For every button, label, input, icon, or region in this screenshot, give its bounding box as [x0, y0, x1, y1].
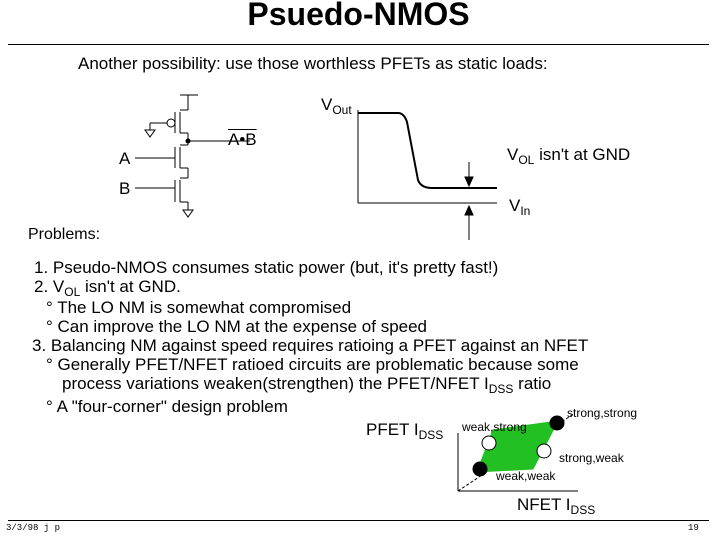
footer-date: 3/3/98 j p — [6, 523, 61, 533]
problem-3: 3. Balancing NM against speed requires r… — [32, 336, 589, 355]
intro-text: Another possibility: use those worthless… — [78, 54, 548, 73]
nfet-idss-axis-label: NFET IDSS — [517, 495, 596, 517]
problem-3-bullet-1: ° Generally PFET/NFET ratioed circuits a… — [46, 355, 579, 374]
label-strong-strong: strong,strong — [567, 406, 638, 420]
label-weak-weak: weak,weak — [496, 469, 556, 483]
problem-2: 2. VOL isn't at GND. — [34, 277, 181, 299]
pseudo-nmos-schematic — [135, 94, 250, 218]
page-number: 19 — [688, 523, 699, 533]
corner-weak-weak — [472, 461, 488, 477]
problem-3-bullet-1-cont: process variations weaken(strengthen) th… — [62, 374, 552, 396]
input-b-label: B — [119, 179, 131, 198]
title-underline — [8, 44, 709, 45]
corner-strong-strong — [549, 415, 565, 431]
label-strong-weak: strong,weak — [559, 451, 624, 465]
input-a-label: A — [119, 149, 131, 168]
problems-heading: Problems: — [28, 226, 101, 243]
vol-label: VOL isn't at GND — [507, 145, 631, 167]
corner-weak-strong — [481, 435, 497, 451]
corner-strong-weak — [536, 443, 552, 459]
pfet-idss-axis-label: PFET IDSS — [366, 420, 444, 442]
problem-1: 1. Pseudo-NMOS consumes static power (bu… — [34, 258, 499, 277]
problem-3-bullet-2: ° A "four-corner" design problem — [46, 397, 288, 416]
problem-2-bullet-1: ° The LO NM is somewhat compromised — [46, 298, 352, 317]
footer-rule — [8, 520, 709, 521]
vin-label: VIn — [509, 196, 531, 218]
vtc-plot — [357, 110, 497, 240]
output-label: A•B — [228, 130, 257, 149]
slide-title: Psuedo-NMOS — [247, 0, 470, 32]
output-node-dot — [185, 138, 191, 144]
label-weak-strong: weak,strong — [462, 420, 527, 434]
problem-2-bullet-2: ° Can improve the LO NM at the expense o… — [46, 317, 428, 336]
vout-label: VOut — [321, 95, 352, 117]
